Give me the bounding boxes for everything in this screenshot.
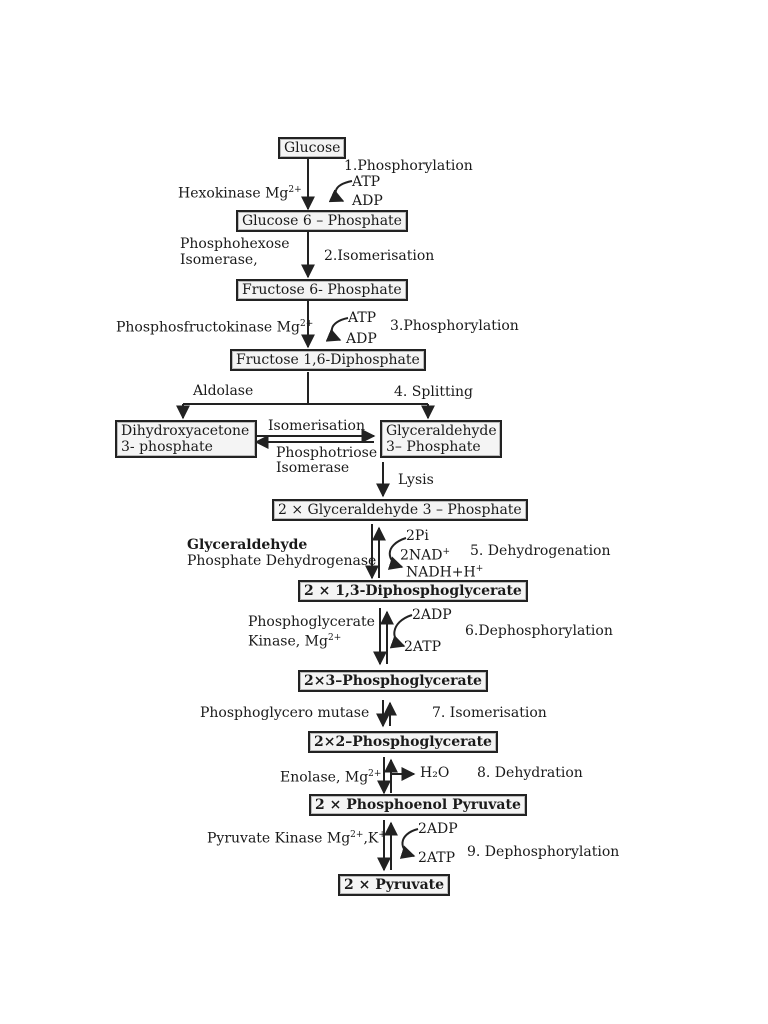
gap-line1: Glyceraldehyde [386,423,497,439]
curve-adp-atp-9 [399,828,419,859]
enolase-sup: 2+ [368,769,382,779]
glucose-6-phosphate-box: Glucose 6 – Phosphate [236,210,408,232]
fructose-1-6-diphosphate-box: Fructose 1,6-Diphosphate [230,349,426,371]
two-1-3-diphosphoglycerate-box: 2 × 1,3-Diphosphoglycerate [298,580,528,602]
adp-step1: ADP [352,193,383,209]
curve-atp-adp-3 [325,317,349,342]
curve-atp-adp-1 [328,180,353,203]
lysis-label: Lysis [398,472,434,488]
nadh-step5: NADH+H+ [406,564,484,581]
fructose-6-phosphate-box: Fructose 6- Phosphate [236,279,408,301]
step-6-label: 6.Dephosphorylation [465,623,613,639]
curve-adp-atp-6 [389,614,413,649]
step-4-label: 4. Splitting [394,384,474,400]
curve-nad-5 [387,537,407,570]
two-3-phosphoglycerate-box: 2×3–Phosphoglycerate [298,670,488,692]
aldolase-label: Aldolase [193,383,254,399]
step-9-label: 9. Dephosphorylation [467,844,620,860]
atp-step3: ATP [348,310,377,326]
pi-step5: 2Pi [406,528,429,544]
two-2-phosphoglycerate-box: 2×2–Phosphoglycerate [308,731,498,753]
step-5-label: 5. Dehydrogenation [470,543,611,559]
atp-step9: 2ATP [418,850,456,866]
adp-step9: 2ADP [418,821,458,837]
phosphofructokinase-label: Phosphosfructokinase Mg2+ [116,319,314,336]
two-pyruvate-box: 2 × Pyruvate [338,874,451,896]
h2o-step8: H₂O [420,765,450,781]
atp-step6: 2ATP [404,639,442,655]
step-7-label: 7. Isomerisation [432,705,547,721]
adp-step6: 2ADP [412,607,452,623]
dhap-line1: Dihydroxyacetone [121,423,250,439]
pgk-sup: 2+ [327,633,342,643]
two-phosphoenol-pyruvate-box: 2 × Phosphoenol Pyruvate [309,794,527,816]
dihydroxyacetone-phosphate-box: Dihydroxyacetone 3- phosphate [115,420,257,458]
atp-step1: ATP [352,174,381,190]
glyceraldehyde-3-phosphate-box: Glyceraldehyde 3– Phosphate [380,420,502,458]
two-glyceraldehyde-3-phosphate-box: 2 × Glyceraldehyde 3 – Phosphate [272,499,528,521]
gap-line2: 3– Phosphate [386,439,481,455]
enolase-label: Enolase, Mg2+ [280,769,382,786]
hexokinase-sup: 2+ [288,185,302,195]
dhap-line2: 3- phosphate [121,439,213,455]
glucose-box: Glucose [278,137,347,159]
phosphoglycero-mutase-label: Phosphoglycero mutase [200,705,370,721]
isomerisation-label: Isomerisation [268,418,365,434]
step-1-label: 1.Phosphorylation [344,158,473,174]
pyruvate-kinase-label: Pyruvate Kinase Mg2+,K+ [207,830,386,847]
step-2-label: 2.Isomerisation [324,248,435,264]
step-3-label: 3.Phosphorylation [390,318,519,334]
hexokinase-label: Hexokinase Mg2+ [178,185,302,202]
nad-step5: 2NAD+ [400,547,451,564]
step-8-label: 8. Dehydration [477,765,583,781]
adp-step3: ADP [346,331,377,347]
pk-sup: 2+ [350,830,364,840]
pfk-sup: 2+ [299,319,314,329]
